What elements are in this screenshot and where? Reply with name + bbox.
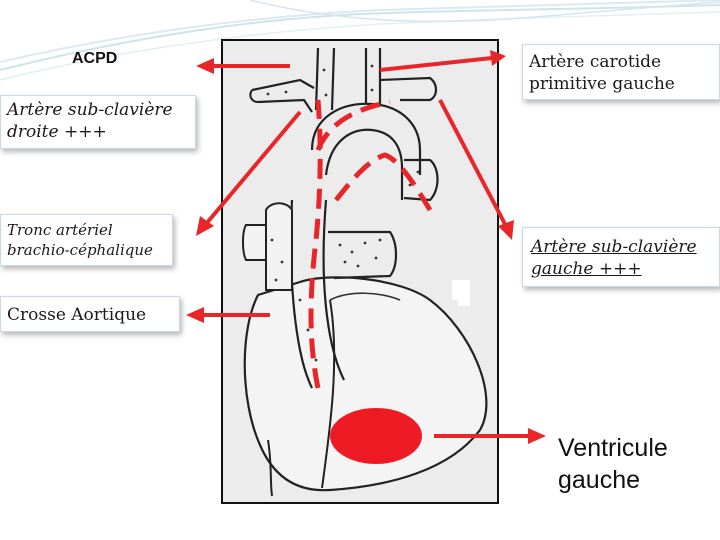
subclav-gauche-line-1: Artère sub-clavière (531, 237, 697, 257)
label-tronc-brachio: Tronc artériel brachio-céphalique (0, 214, 173, 266)
subclav-gauche-line-2: gauche +++ (531, 259, 642, 279)
pulmonary-artery (328, 230, 398, 280)
ventricule-line-1: Ventricule (558, 434, 668, 462)
subclav-droite-line-2: droite +++ (7, 122, 107, 142)
ventricule-line-2: gauche (558, 466, 641, 494)
heart-outline (243, 276, 488, 492)
carotide-line-2: primitive gauche (529, 74, 675, 94)
dashed-route-right (334, 152, 433, 212)
carotide-line-1: Artère carotide (529, 52, 662, 72)
tronc-line-2: brachio-céphalique (7, 241, 153, 259)
dashed-route-arch (315, 99, 391, 152)
tronc-line-1: Tronc artériel (7, 221, 113, 239)
label-artere-carotide: Artère carotide primitive gauche (522, 44, 720, 100)
subclav-droite-line-1: Artère sub-clavière (7, 100, 173, 120)
arrow-subclav-gauche (438, 99, 514, 240)
arrow-ventricule (434, 428, 546, 444)
label-subclaviere-droite: Artère sub-clavière droite +++ (0, 95, 196, 149)
label-crosse-aortique: Crosse Aortique (0, 296, 180, 332)
arrow-tronc (196, 110, 302, 236)
arrow-crosse (186, 307, 270, 323)
ventricle-marker (330, 408, 422, 464)
label-acpd: ACPD (72, 50, 118, 67)
arrow-acpd (196, 58, 290, 74)
arrow-carotide (379, 50, 506, 72)
label-subclaviere-gauche: Artère sub-clavière gauche +++ (522, 227, 720, 287)
label-ventricule-gauche: Ventricule gauche (558, 432, 668, 496)
